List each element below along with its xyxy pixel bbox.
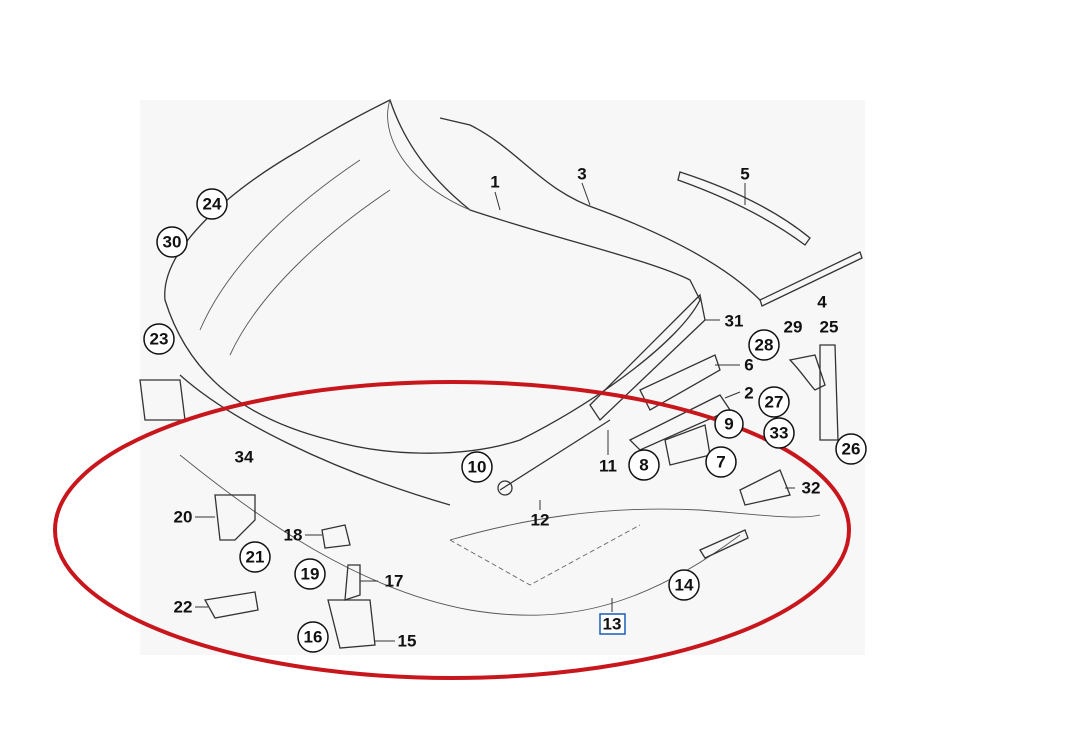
callout-5: 5 [740, 165, 749, 184]
callout-4: 4 [817, 293, 827, 312]
callout-27: 27 [765, 393, 784, 412]
callout-33: 33 [770, 424, 789, 443]
callout-24: 24 [203, 195, 222, 214]
callout-3: 3 [577, 165, 586, 184]
callout-13: 13 [603, 615, 622, 634]
part-17 [344, 564, 361, 601]
callout-6: 6 [744, 356, 753, 375]
callout-7: 7 [716, 453, 725, 472]
callout-28: 28 [755, 336, 774, 355]
callout-2: 2 [744, 384, 753, 403]
callout-9: 9 [724, 415, 733, 434]
callout-16: 16 [304, 628, 323, 647]
callout-13-box [599, 613, 626, 635]
lock-15 [327, 599, 376, 649]
cover-22 [203, 591, 259, 619]
circled-callouts: 24 30 23 28 27 9 33 26 10 8 7 21 19 14 1… [143, 188, 867, 653]
callout-32: 32 [802, 479, 821, 498]
callout-26: 26 [842, 440, 861, 459]
seal-5 [677, 171, 811, 246]
callout-12: 12 [531, 511, 550, 530]
strip-4 [759, 251, 863, 307]
handle-14 [699, 529, 749, 559]
leader-lines [195, 182, 795, 642]
callout-10: 10 [468, 458, 487, 477]
seal-3 [439, 117, 761, 301]
bracket-32 [739, 469, 791, 506]
highlight-ellipse [53, 380, 851, 680]
callout-14: 14 [675, 576, 694, 595]
seal-34 [179, 374, 451, 506]
callout-34: 34 [235, 448, 254, 467]
callout-8: 8 [639, 456, 648, 475]
cable-main [179, 454, 741, 616]
gas-strut-11 [499, 419, 611, 491]
callout-17: 17 [385, 572, 404, 591]
hood-panel [164, 99, 701, 454]
bracket-6 [639, 354, 721, 411]
ball-10 [497, 480, 513, 496]
callout-30: 30 [163, 233, 182, 252]
callout-21: 21 [246, 548, 265, 567]
clip-18 [321, 524, 351, 549]
callout-11: 11 [599, 457, 617, 476]
callout-15: 15 [398, 632, 417, 651]
callout-22: 22 [174, 598, 193, 617]
callout-25: 25 [820, 318, 839, 337]
dash-guide [449, 524, 641, 586]
callout-20: 20 [174, 508, 193, 527]
callout-19: 19 [301, 565, 320, 584]
cable-12 [449, 508, 821, 541]
callout-18: 18 [284, 526, 303, 545]
hinge-25 [819, 344, 839, 441]
callout-29: 29 [784, 318, 803, 337]
callout-31: 31 [725, 312, 744, 331]
bumper-29 [788, 354, 826, 391]
callout-labels: 1 3 5 4 31 29 25 6 2 11 34 12 32 20 18 1… [174, 165, 839, 651]
lock-20 [214, 494, 256, 541]
callout-23: 23 [150, 330, 169, 349]
callout-1: 1 [490, 173, 499, 192]
